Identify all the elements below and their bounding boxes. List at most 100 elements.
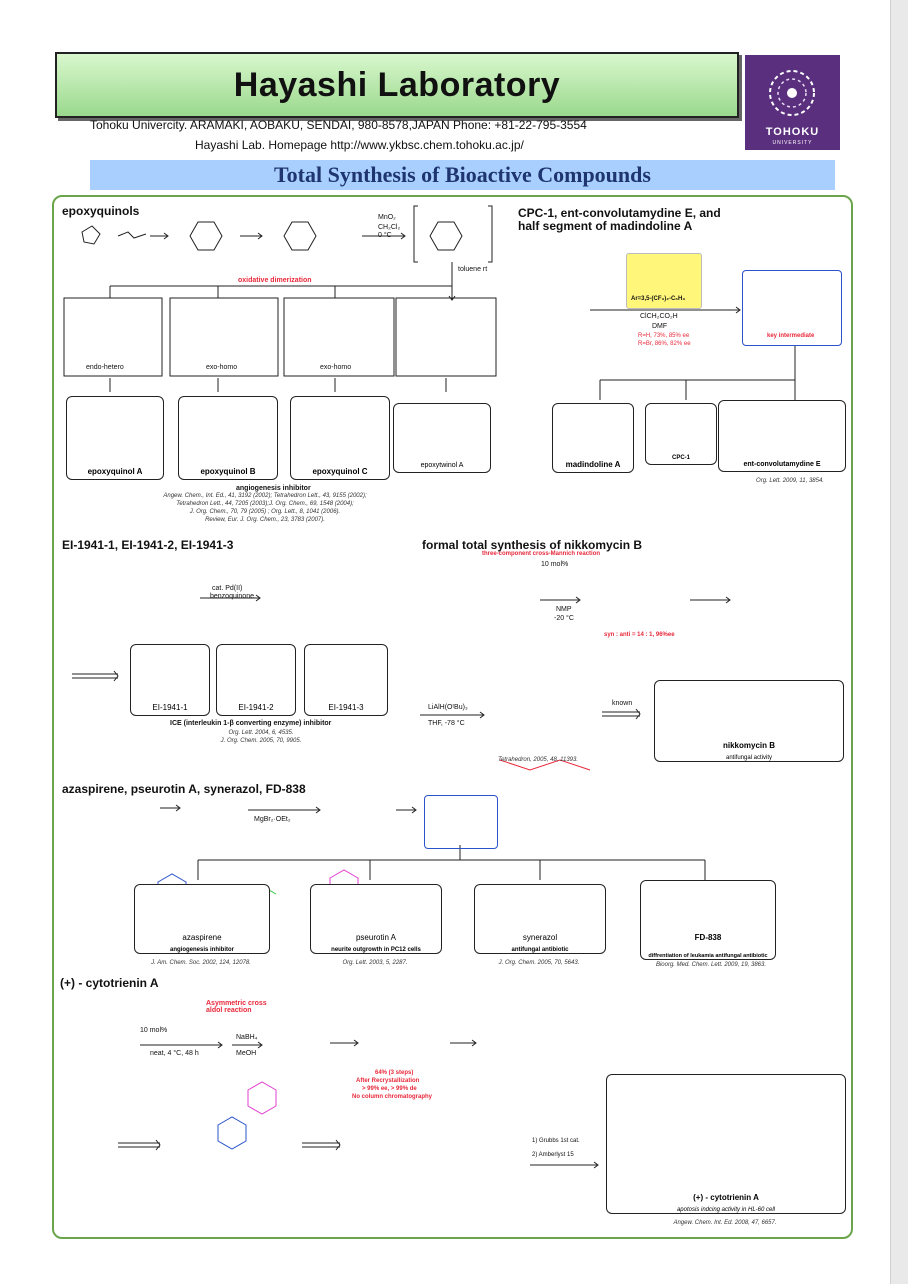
cpc-heading-1: CPC-1, ent-convolutamydine E, and [518,206,721,220]
mgbr2-reagent: MgBr₂·OEt₂ [254,816,291,823]
compound-box-convolutamydine: ent-convolutamydine E [718,400,846,472]
catalyst-label: Ar=3,5-(CF₃)₂-C₆H₃ [631,296,686,302]
apoptosis-label: apotosis indcing activity in HL-60 cell [676,1207,776,1213]
mno2-reagent: MnO₂ [378,214,396,221]
compound-name: epoxytwinol A [420,462,464,469]
laurel-icon [769,70,815,116]
fd838-ref: Bioorg. Med. Chem. Lett. 2009, 19, 3863. [655,962,767,968]
catalyst-box: Ar=3,5-(CF₃)₂-C₆H₃ [626,253,702,309]
syn-anti-ratio: syn : anti = 14 : 1, 96%ee [604,632,675,638]
compound-name: CPC-1 [671,455,690,461]
activity-label: diffrentiation of leukamia antifungal an… [648,953,768,959]
cytotrienin-ref: Angew. Chem. Int. Ed. 2008, 47, 6657. [673,1220,777,1226]
cpc-ref: Org. Lett. 2009, 11, 3854. [756,478,824,484]
compound-name: madindoline A [565,460,621,469]
cpc-condition-2: DMF [652,323,668,330]
compound-box-ei1: EI-1941-1 [130,644,210,716]
aldol-label: Asymmetric cross aldol reaction [206,1000,267,1014]
key-intermediate-label: key intermediate [767,333,815,339]
compound-name: epoxyquinol C [312,467,368,476]
epoxyquinols-heading: epoxyquinols [62,204,140,218]
aza-intermediate-box [424,795,498,849]
ts-label-3: exo-homo [320,364,352,371]
reduction-conditions: THF, -78 °C [428,720,465,727]
yield-note-3: > 99% ee, > 99% de [362,1086,417,1092]
cpc-yield-2: R=Br, 86%, 82% ee [638,341,691,347]
compound-box-epoxyquinol-c: epoxyquinol C [290,396,390,480]
azaspirene-ref: J. Am. Chem. Soc. 2002, 124, 12078. [151,960,251,966]
lab-title-banner: Hayashi Laboratory [55,52,739,118]
compound-box-cpc1: CPC-1 [645,403,717,465]
compound-box-epoxytwinol-a: epoxytwinol A [393,403,491,473]
epoxyquinol-ref-2: Tetrahedron Lett., 44, 7205 (2003);J. Or… [176,501,354,507]
compound-box-ei2: EI-1941-2 [216,644,296,716]
activity-label: antifungal antibiotic [511,947,569,953]
grubbs-step: 1) Grubbs 1st cat. [532,1138,580,1144]
logo-wordmark: TOHOKU [765,126,820,138]
epoxyquinol-ref-1: Angew. Chem., Int. Ed., 41, 3192 (2002);… [163,493,367,499]
toluene-condition: toluene rt [458,266,488,273]
epoxyquinol-ref-3: J. Org. Chem., 70, 79 (2005) ; Org. Lett… [189,509,341,515]
vertical-scrollbar[interactable] [890,0,908,1284]
nikko-condition-2: -20 °C [554,615,574,622]
compound-name: nikkomycin B [722,741,775,750]
cpc-condition-1: ClCH₂CO₂H [640,313,678,320]
lab-title: Hayashi Laboratory [233,66,561,104]
ei-heading: EI-1941-1, EI-1941-2, EI-1941-3 [62,538,234,552]
yield-note-4: No column chromatography [352,1094,433,1100]
reduction-reagent: LiAlH(OᵗBu)₃ [428,704,468,711]
solvent-reagent: CH₂Cl₂ [378,224,401,231]
yield-note-2: After Recrystallization [356,1078,420,1084]
epoxyquinol-ref-4: Review, Eur. J. Org. Chem., 23, 3783 (20… [205,517,325,523]
compound-box-synerazol: synerazol antifungal antibiotic [474,884,606,954]
compound-box-cytotrienin: (+) - cytotrienin A apotosis indcing act… [606,1074,846,1214]
compound-box-madindoline: madindoline A [552,403,634,473]
compound-box-nikkomycin: nikkomycin B antifungal activity [654,680,844,762]
azaspirene-heading: azaspirene, pseurotin A, synerazol, FD-8… [62,782,306,796]
ei-ref-1: Org. Lett. 2004, 6, 4535. [228,730,294,736]
section-title-bar: Total Synthesis of Bioactive Compounds [90,160,835,190]
ei-condition-2: benzoquinone [210,593,254,600]
angiogenesis-label: angiogenesis inhibitor [236,485,311,492]
key-intermediate-box: key intermediate [742,270,842,346]
ei-condition-1: cat. Pd(II) [212,585,243,592]
aldol-catalyst: 10 mol% [140,1027,168,1034]
antifungal-label: antifungal activity [725,755,773,761]
nikkomycin-heading: formal total synthesis of nikkomycin B [422,538,643,552]
compound-box-pseurotin: pseurotin A neurite outgrowth in PC12 ce… [310,884,442,954]
amberlyst-step: 2) Amberlyst 15 [532,1152,574,1158]
compound-name: (+) - cytotrienin A [693,1193,759,1202]
compound-name: epoxyquinol B [200,467,256,476]
activity-label: angiogenesis inhibitor [169,947,234,953]
ice-inhibitor-label: ICE (interleukin 1-β converting enzyme) … [170,720,332,727]
compound-box-ei3: EI-1941-3 [304,644,388,716]
university-logo: TOHOKU UNIVERSITY [745,55,840,150]
cytotrienin-heading: (+) - cytotrienin A [60,976,159,990]
compound-box-epoxyquinol-b: epoxyquinol B [178,396,278,480]
compound-box-epoxyquinol-a: epoxyquinol A [66,396,164,480]
compound-box-fd838: FD-838 diffrentiation of leukamia antifu… [640,880,776,960]
ts-label-2: exo-homo [206,364,238,371]
pseurotin-ref: Org. Lett. 2003, 5, 2287. [342,960,408,966]
cpc-heading-2: half segment of madindoline A [518,219,693,233]
mannich-label: three-component cross-Mannich reaction [482,551,601,557]
compound-name: ent-convolutamydine E [743,461,821,468]
nabh4-reagent: NaBH₄ [236,1034,258,1041]
meoh-reagent: MeOH [236,1050,257,1057]
synerazol-ref: J. Org. Chem. 2005, 70, 5643. [498,960,580,966]
compound-name: azaspirene [182,933,222,942]
known-label: known [612,700,633,707]
logo-subtext: UNIVERSITY [772,140,813,146]
compound-name: synerazol [522,933,558,942]
compound-name: EI-1941-2 [238,703,274,712]
nikko-ref: Tetrahedron, 2005, 48, 11393. [497,757,579,763]
ei-ref-2: J. Org. Chem. 2005, 70, 9905. [220,738,302,744]
nikko-condition-1: NMP [556,606,572,613]
compound-name: pseurotin A [355,933,397,942]
ts-label-1: endo-hetero [86,364,124,371]
cpc-yield-1: R=H, 73%, 85% ee [638,333,690,339]
temp-reagent: 0 °C [378,232,392,239]
activity-label: neurite outgrowth in PC12 cells [331,947,421,953]
compound-name: epoxyquinol A [87,467,143,476]
